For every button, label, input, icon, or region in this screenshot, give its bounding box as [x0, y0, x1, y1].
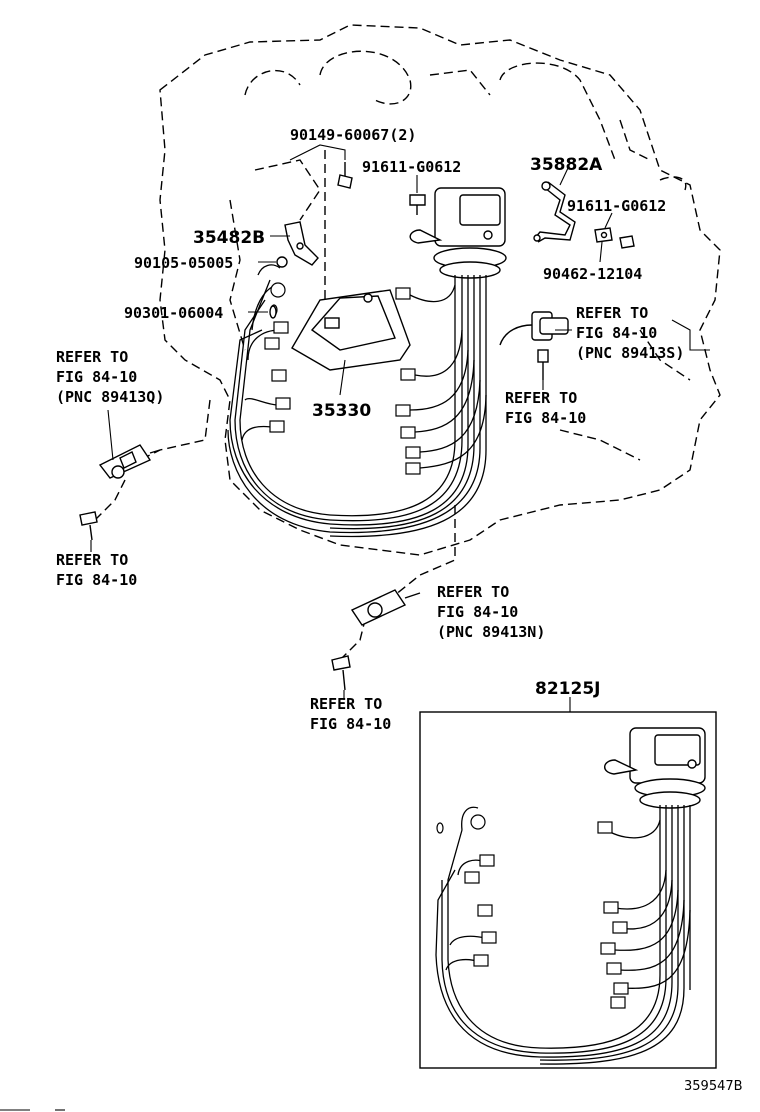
sensor-89413Q	[98, 444, 161, 479]
label-35882A: 35882A	[530, 155, 603, 175]
label-90462: 90462-12104	[543, 265, 642, 283]
label-refer-bolt-left-1: REFER TO	[56, 551, 128, 569]
label-35330: 35330	[312, 401, 371, 421]
label-91611-a: 91611-G0612	[362, 158, 461, 176]
label-refer-left-3: (PNC 89413Q)	[56, 388, 164, 406]
bolt-91611-a	[409, 194, 426, 215]
harness-82125J-inset	[419, 711, 717, 1069]
bolt-left-sensor	[79, 511, 98, 541]
label-refer-right-3: (PNC 89413S)	[576, 344, 684, 362]
dashed-leaders	[94, 150, 456, 661]
transmission-housing-outline	[159, 24, 721, 556]
inset-harness-connector	[604, 727, 706, 809]
label-82125J: 82125J	[535, 679, 600, 699]
bolt-90149	[337, 162, 353, 189]
label-refer-low-1: REFER TO	[437, 583, 509, 601]
label-refer-bolt-low-1: REFER TO	[310, 695, 382, 713]
ecu-module-35330	[291, 289, 411, 371]
label-91611-b: 91611-G0612	[567, 197, 666, 215]
label-refer-mid-1: REFER TO	[505, 389, 577, 407]
clamp-90462	[594, 227, 613, 243]
label-refer-bolt-left-2: FIG 84-10	[56, 571, 137, 589]
washer-90301	[269, 305, 277, 319]
main-harness-connector	[409, 187, 507, 279]
label-90149: 90149-60067(2)	[290, 126, 416, 144]
label-refer-low-3: (PNC 89413N)	[437, 623, 545, 641]
sensor-35882A	[533, 181, 576, 243]
label-refer-right-2: FIG 84-10	[576, 324, 657, 342]
label-refer-bolt-low-2: FIG 84-10	[310, 715, 391, 733]
label-35482B: 35482B	[193, 228, 265, 248]
nut-90105	[276, 256, 288, 268]
label-refer-left-1: REFER TO	[56, 348, 128, 366]
label-refer-mid-2: FIG 84-10	[505, 409, 586, 427]
label-90301: 90301-06004	[124, 304, 223, 322]
figure-id: 359547B	[684, 1079, 743, 1094]
label-leaders	[90, 144, 710, 712]
label-refer-low-2: FIG 84-10	[437, 603, 518, 621]
bolt-lower-sensor	[331, 655, 351, 691]
main-wiring-harness	[227, 187, 507, 538]
bracket-35482B	[284, 221, 319, 266]
label-refer-right-1: REFER TO	[576, 304, 648, 322]
bolt-91611-b	[619, 235, 635, 249]
part-labels: 90149-60067(2) 91611-G0612 35882A 91611-…	[56, 126, 743, 1094]
sensor-89413N	[350, 589, 421, 626]
label-refer-left-2: FIG 84-10	[56, 368, 137, 386]
label-90105: 90105-05005	[134, 254, 233, 272]
sensor-89413S	[499, 311, 569, 380]
